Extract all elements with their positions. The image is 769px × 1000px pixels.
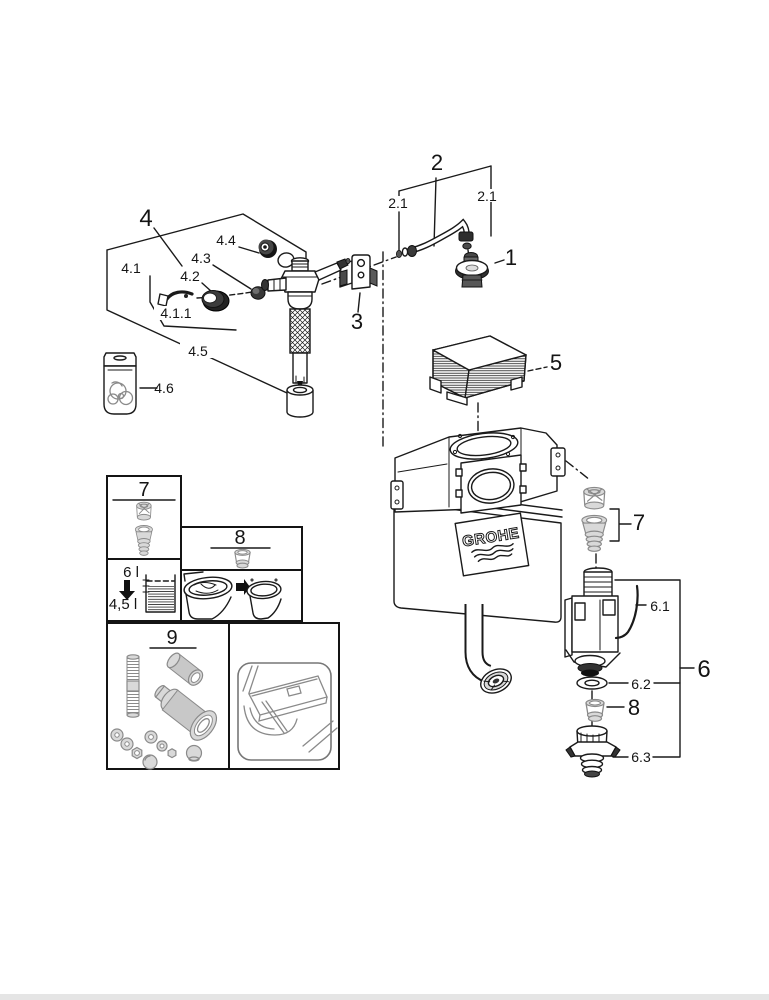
callout-labels: 2 2.1 2.1 1 3 4 4.1 4.1.1 4.2 4.3 4.4 4.… [109, 150, 711, 765]
callout-4-6: 4.6 [154, 380, 174, 396]
outlet-flange [480, 668, 512, 694]
box7-title: 7 [138, 479, 149, 501]
volume-from-label: 6 l [123, 564, 139, 581]
callout-4-2: 4.2 [180, 268, 200, 284]
part-5-protection-board [429, 335, 548, 406]
info-box-flush-volume [106, 558, 182, 622]
box8-title: 8 [234, 527, 245, 549]
part-6-3-outlet-connector [565, 725, 629, 778]
footer-bar [0, 994, 769, 1000]
part-3-wall-bracket [339, 254, 378, 313]
part-4-fill-valve-group [103, 213, 351, 418]
part-6-2-washer [576, 676, 681, 690]
callout-3: 3 [351, 309, 363, 334]
callout-1: 1 [505, 245, 517, 270]
toilet-washdown-icon [183, 571, 233, 620]
small-sleeve-icon [166, 652, 204, 686]
mounting-stud-icon [126, 654, 140, 718]
down-arrow-icon [124, 580, 130, 591]
part-1-stop-valve [455, 252, 505, 288]
callout-6: 6 [697, 656, 710, 683]
callout-2-1-left: 2.1 [388, 195, 408, 211]
box9-title: 9 [166, 627, 177, 649]
water-level-icon [148, 586, 174, 611]
callout-4-1-1: 4.1.1 [160, 305, 191, 321]
info-box-9 [106, 622, 340, 770]
part-8-flow-restrictor-right [585, 698, 625, 722]
cistern-tank: GROHE [390, 427, 566, 694]
volume-to-label: 4,5 l [109, 596, 137, 613]
part-6-bracket [614, 579, 695, 758]
callout-4-3: 4.3 [191, 250, 211, 266]
callout-8-right: 8 [628, 695, 640, 720]
part-7-seal-set-right [581, 486, 632, 552]
big-sleeve-icon [154, 685, 218, 741]
callout-2-1-right: 2.1 [477, 188, 497, 204]
part-6-1-flush-valve [564, 567, 647, 677]
info-box-8 [180, 526, 303, 622]
callout-4: 4 [139, 205, 152, 232]
callout-6-1: 6.1 [650, 598, 670, 614]
callout-2: 2 [431, 150, 443, 175]
part-2-supply-hose [395, 165, 492, 258]
callout-4-5: 4.5 [188, 343, 208, 359]
toilet-rimless-icon [246, 578, 282, 620]
callout-6-2: 6.2 [631, 676, 651, 692]
callout-4-1: 4.1 [121, 260, 141, 276]
callout-4-4: 4.4 [216, 232, 236, 248]
cistern-lid-inset [237, 662, 338, 761]
callout-5: 5 [550, 350, 562, 375]
callout-6-3: 6.3 [631, 749, 651, 765]
fixing-hardware-icons [110, 728, 203, 770]
grohe-logo: GROHE [454, 512, 530, 577]
callout-7-right: 7 [633, 510, 645, 535]
